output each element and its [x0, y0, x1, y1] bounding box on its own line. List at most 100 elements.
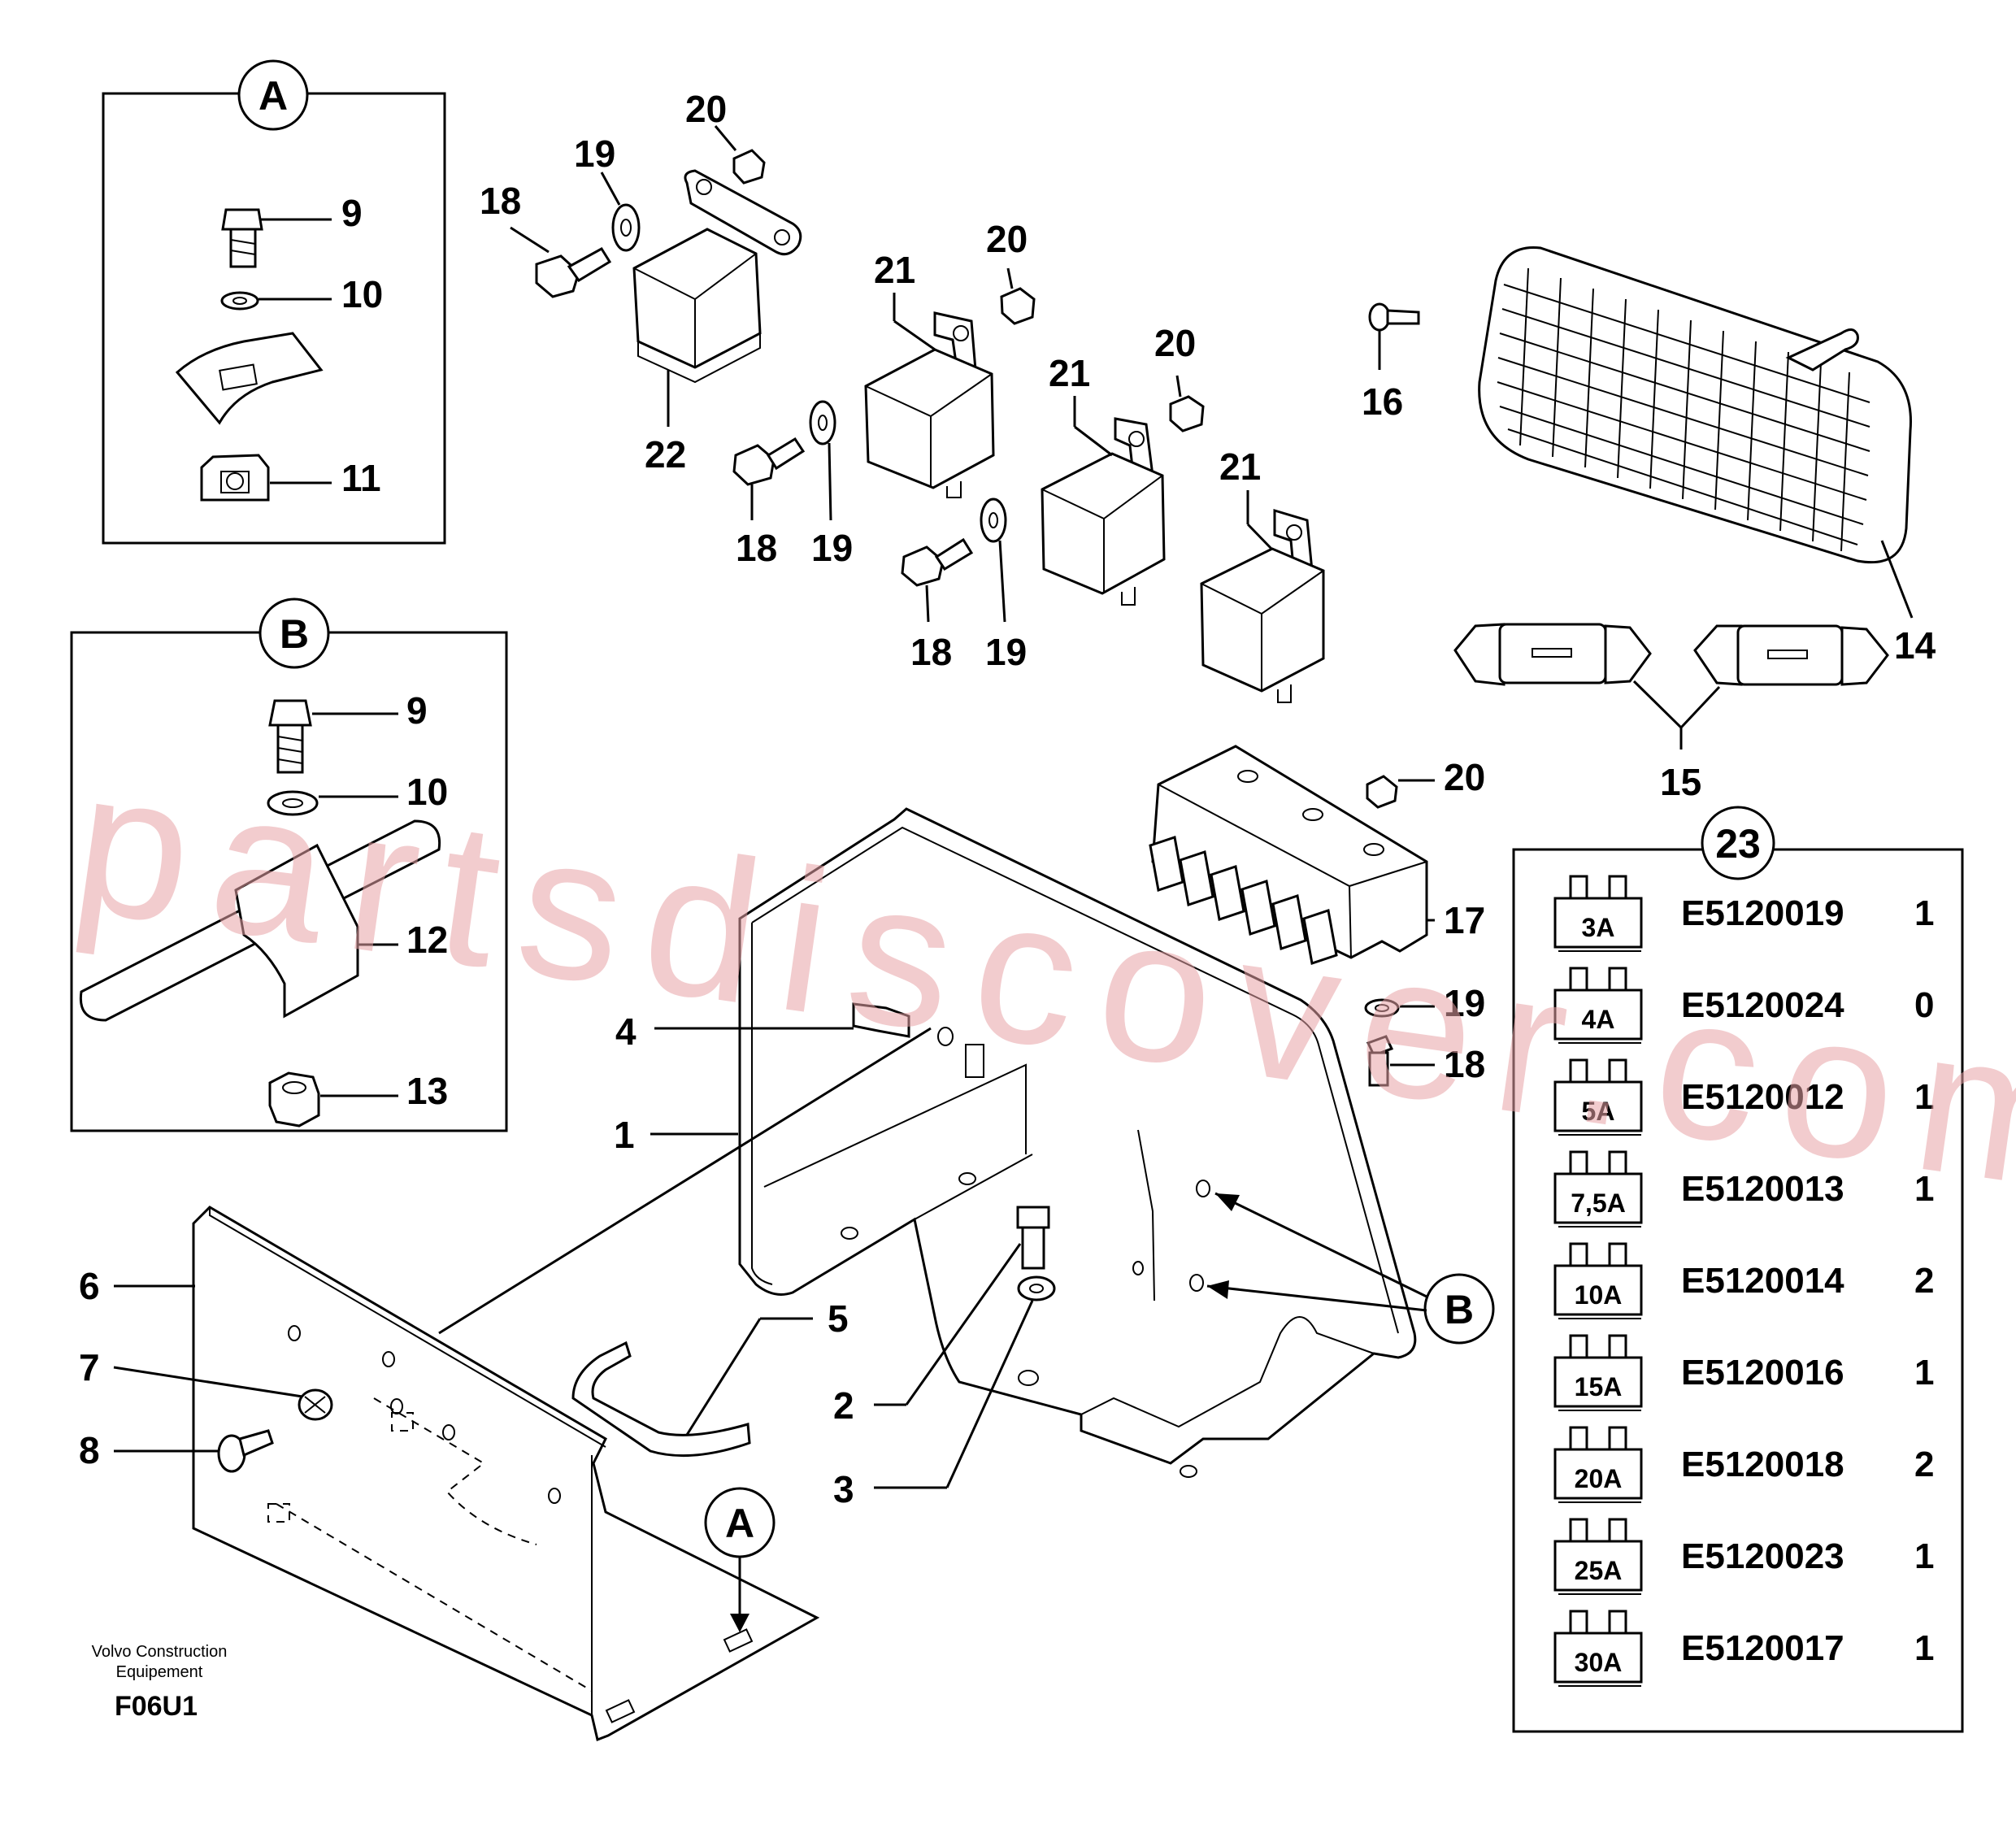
callout-4: 4 — [615, 1010, 637, 1053]
nut-part — [1000, 287, 1036, 325]
fuse-quantity: 2 — [1914, 1261, 1934, 1301]
detail-b-badge — [259, 597, 330, 669]
relay-21 — [864, 348, 995, 489]
callout-12: 12 — [406, 919, 448, 961]
callout-19: 19 — [985, 631, 1027, 673]
callout-17: 17 — [1444, 899, 1485, 941]
lamp-mount-stud — [1785, 328, 1859, 372]
fuse-holder-assembly: 17 20 19 18 — [1149, 745, 1485, 1087]
relay-bracket — [684, 169, 802, 256]
fuse-quantity: 1 — [1914, 1628, 1934, 1668]
fuse-row: 4A E5120024 0 — [1553, 967, 1934, 1044]
callout-8: 8 — [79, 1429, 100, 1471]
detail-b-ref-letter: B — [1445, 1287, 1474, 1332]
callout-16: 16 — [1362, 380, 1403, 423]
fuse-rating: 20A — [1575, 1464, 1623, 1493]
callout-9: 9 — [406, 689, 428, 732]
washer-part — [980, 498, 1007, 543]
footer: Volvo Construction Equipement F06U1 — [92, 1643, 228, 1722]
fuse-quantity: 1 — [1914, 1536, 1934, 1576]
bolt-part — [732, 437, 806, 486]
callout-9: 9 — [341, 192, 363, 234]
nut-part — [1169, 395, 1205, 432]
nut-part — [732, 149, 766, 185]
callout-19: 19 — [1444, 982, 1485, 1024]
detail-b-letter: B — [280, 611, 309, 657]
drawing-code: F06U1 — [115, 1691, 198, 1722]
callout-10: 10 — [341, 273, 383, 315]
callout-19: 19 — [574, 133, 615, 175]
callout-10: 10 — [406, 771, 448, 813]
fuse-part-number: E5120024 — [1681, 985, 1844, 1025]
detail-a-badge — [237, 59, 309, 131]
fuse-rating: 4A — [1582, 1005, 1615, 1034]
fuse-part-number: E5120012 — [1681, 1077, 1844, 1117]
callout-14: 14 — [1894, 624, 1936, 667]
festoon-bulb-part — [1693, 624, 1889, 686]
callout-21: 21 — [1219, 445, 1261, 488]
fuse-quantity: 2 — [1914, 1445, 1934, 1484]
callout-20: 20 — [1154, 322, 1196, 364]
fuse-quantity: 1 — [1914, 1077, 1934, 1117]
callout-20: 20 — [1444, 756, 1485, 798]
fuse-kit-badge — [1701, 806, 1775, 880]
callout-20: 20 — [986, 218, 1028, 260]
blade-fuse-icon — [1553, 967, 1643, 1044]
callout-19: 19 — [811, 527, 853, 569]
blade-fuse-icon — [1553, 1426, 1643, 1503]
clip-nut-part — [200, 454, 270, 502]
company-name-line2: Equipement — [116, 1663, 203, 1681]
blade-fuse-icon — [1553, 1610, 1643, 1687]
fuse-part-number: E5120013 — [1681, 1169, 1844, 1209]
fuse-slots — [1149, 836, 1338, 965]
detail-a-panel: A 9 10 11 — [102, 59, 446, 545]
fuse-part-number: E5120016 — [1681, 1353, 1844, 1393]
blade-fuse-icon — [1553, 1518, 1643, 1595]
company-name: Volvo Construction — [92, 1643, 228, 1661]
callout-21: 21 — [874, 249, 915, 291]
bolt-part — [901, 537, 974, 587]
callout-11: 11 — [341, 457, 381, 499]
fuse-rating: 30A — [1575, 1648, 1623, 1677]
callout-5: 5 — [828, 1297, 849, 1340]
bolt-part — [1366, 1035, 1394, 1087]
callout-18: 18 — [736, 527, 777, 569]
callout-13: 13 — [406, 1070, 448, 1112]
callout-1: 1 — [614, 1114, 635, 1156]
terminal-part-4 — [852, 1002, 910, 1038]
blade-fuse-icon — [1553, 875, 1643, 952]
fuse-part-number: E5120023 — [1681, 1536, 1844, 1576]
callout-18: 18 — [480, 180, 521, 222]
fuse-row: 7,5A E5120013 1 — [1553, 1150, 1934, 1228]
callout-23: 23 — [1715, 821, 1761, 867]
callout-2: 2 — [833, 1384, 854, 1427]
lamp-grille — [1497, 267, 1870, 552]
clamp-part — [234, 843, 359, 1019]
callout-15: 15 — [1660, 761, 1701, 803]
washer-part — [1017, 1275, 1056, 1301]
relay-bracket-assembly: 18 19 20 22 21 20 — [480, 88, 1325, 703]
fuse-quantity: 1 — [1914, 893, 1934, 933]
washer-part — [267, 790, 319, 816]
bolt-part — [535, 247, 612, 298]
fuse-row: 20A E5120018 2 — [1553, 1426, 1934, 1503]
fuse-quantity: 0 — [1914, 985, 1934, 1025]
fuse-rating: 10A — [1575, 1280, 1623, 1310]
callout-6: 6 — [79, 1265, 100, 1307]
bolt-part — [221, 208, 263, 268]
fuse-rating: 7,5A — [1571, 1188, 1626, 1218]
callout-18: 18 — [910, 631, 952, 673]
mounting-bracket-6: 6 7 8 5 A — [79, 1027, 932, 1742]
fuse-part-number: E5120018 — [1681, 1445, 1844, 1484]
fuse-quantity: 1 — [1914, 1169, 1934, 1209]
lamp-housing — [1478, 246, 1912, 564]
work-lamp-assembly: 16 14 — [1362, 246, 1936, 803]
callout-18: 18 — [1444, 1043, 1485, 1085]
washer-part — [1364, 998, 1400, 1018]
callout-3: 3 — [833, 1468, 854, 1510]
